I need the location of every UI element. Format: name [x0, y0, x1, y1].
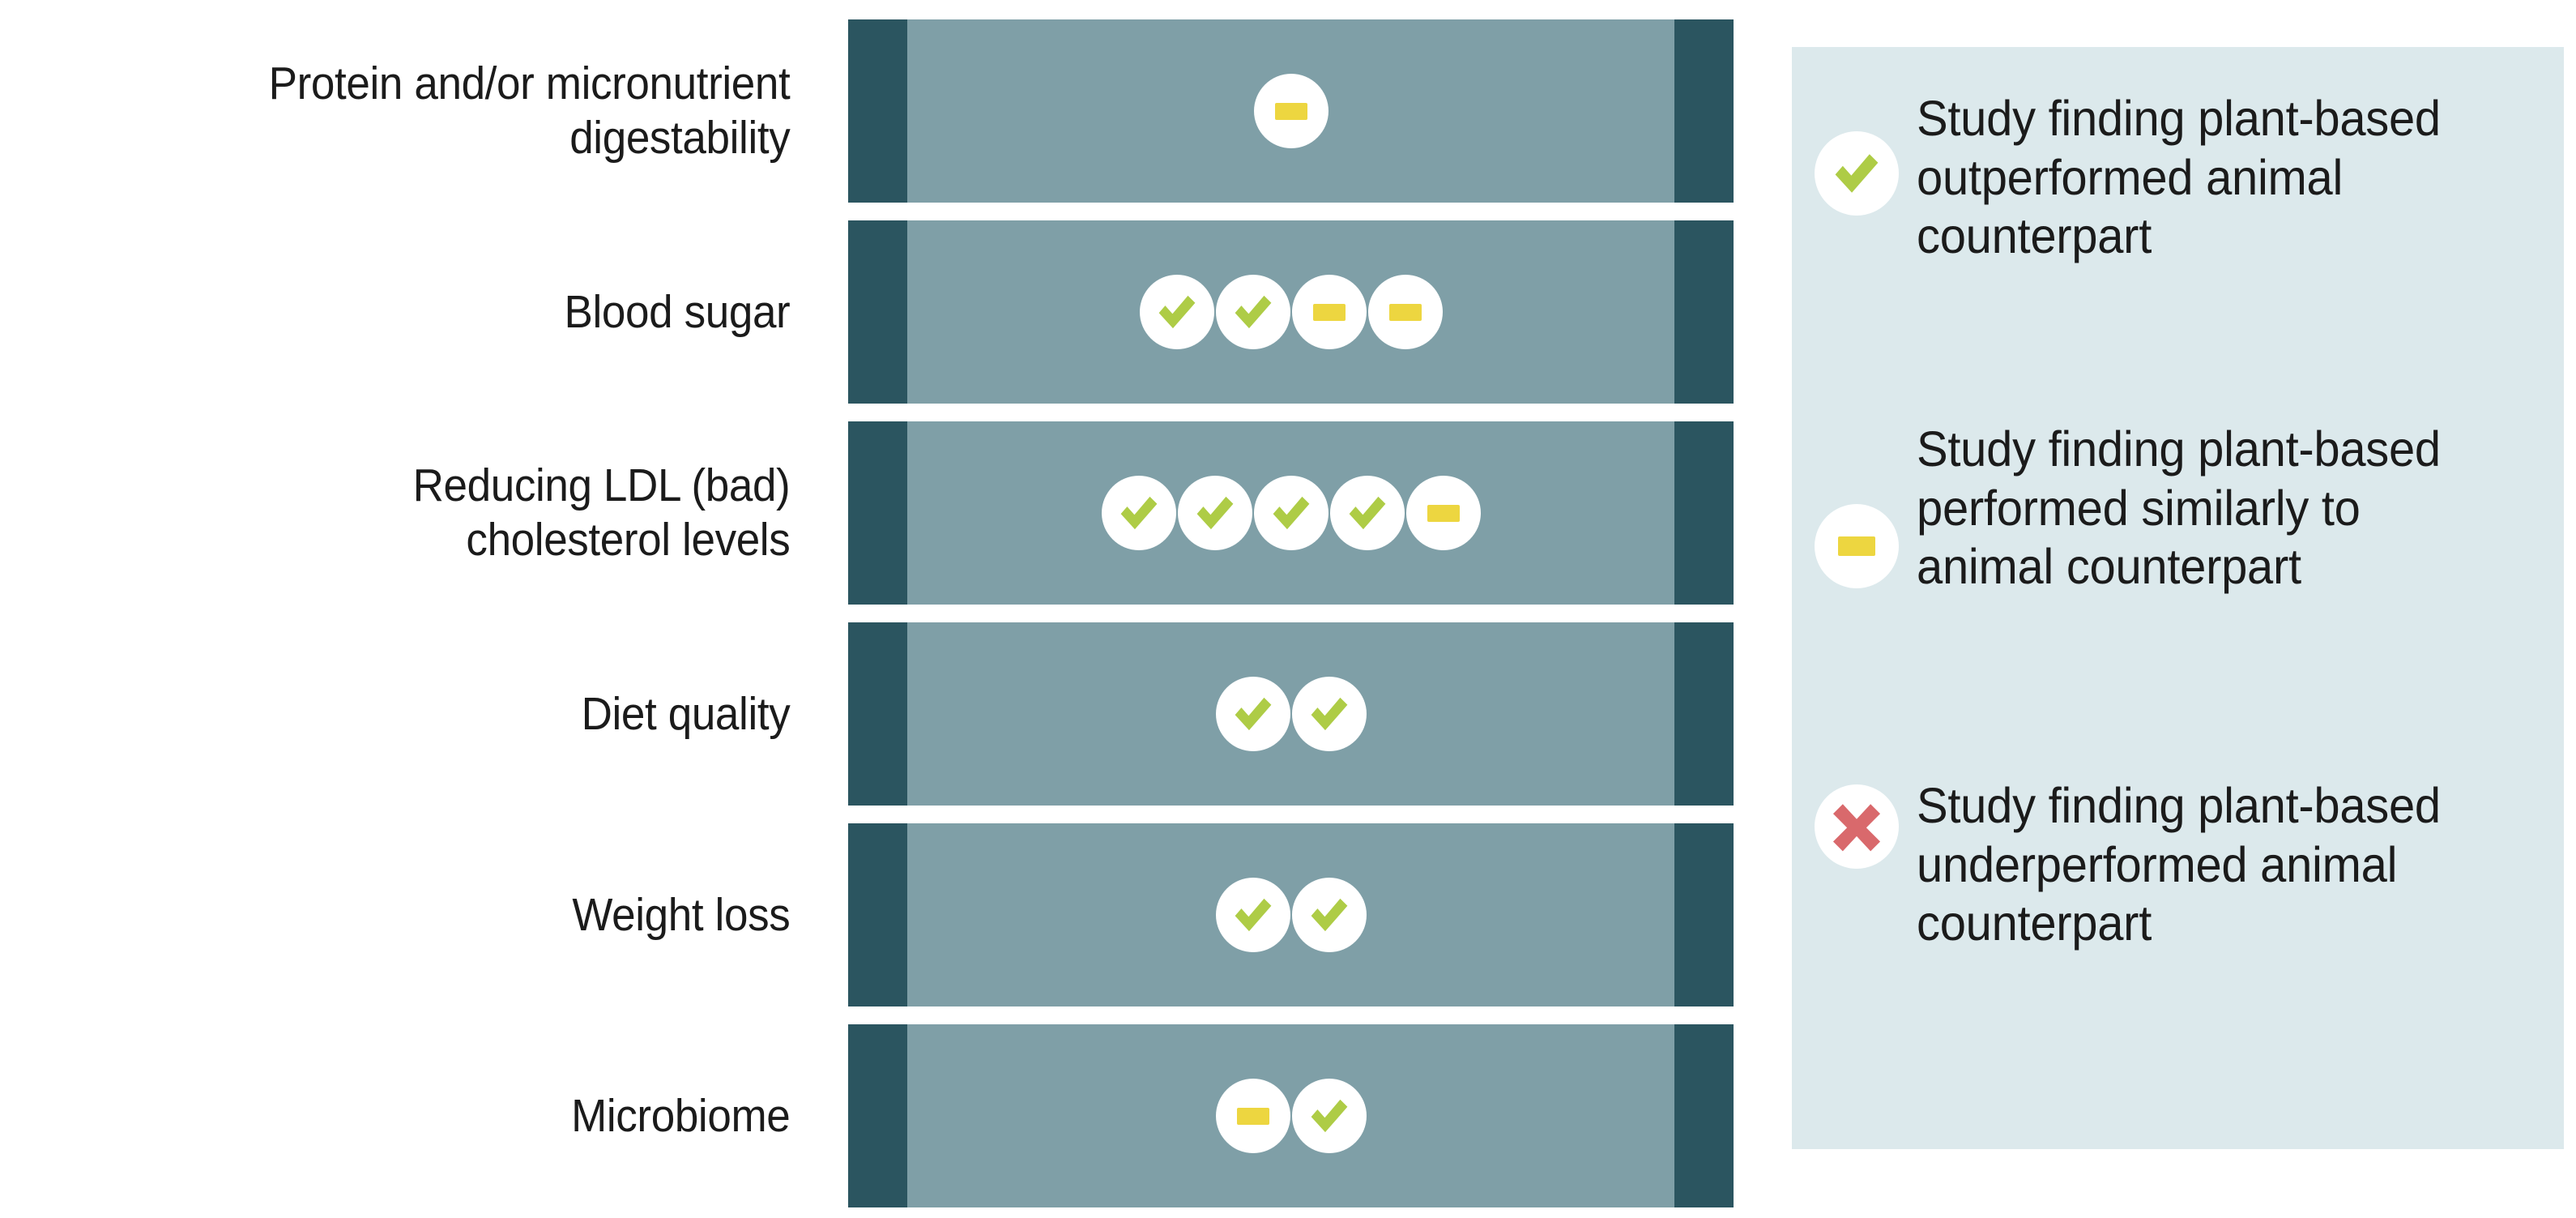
dash-icon [1253, 74, 1329, 148]
dash-icon [1815, 504, 1899, 588]
row-markers-blood-sugar [907, 220, 1674, 404]
row-markers-microbiome [907, 1024, 1674, 1207]
legend-item-outperformed: Study finding plant-based outperformed a… [1815, 89, 2535, 266]
dash-glyph [1838, 536, 1875, 556]
row-bar-diet-quality [848, 622, 1734, 806]
row-markers-diet-quality [907, 622, 1674, 806]
legend-item-similar: Study finding plant-based performed simi… [1815, 420, 2535, 596]
check-icon [1291, 677, 1367, 751]
chart-row: Weight loss [0, 823, 1766, 1006]
row-label-diet-quality: Diet quality [581, 687, 791, 740]
chart-row: Microbiome [0, 1024, 1766, 1207]
dash-icon [1405, 476, 1481, 550]
outcomes-chart: Protein and/or micronutrient digestabili… [0, 19, 1766, 1207]
row-bar-ldl [848, 421, 1734, 605]
dash-glyph [1427, 504, 1460, 522]
check-icon [1253, 476, 1329, 550]
check-icon [1291, 1079, 1367, 1153]
cross-icon [1815, 784, 1899, 869]
dash-icon [1291, 275, 1367, 349]
legend-label-similar: Study finding plant-based performed simi… [1917, 421, 2441, 595]
chart-row: Reducing LDL (bad) cholesterol levels [0, 421, 1766, 605]
dash-icon [1367, 275, 1443, 349]
row-bar-microbiome [848, 1024, 1734, 1207]
dash-glyph [1236, 1107, 1269, 1125]
row-markers-weight-loss [907, 823, 1674, 1006]
check-icon [1291, 878, 1367, 952]
chart-row: Protein and/or micronutrient digestabili… [0, 19, 1766, 203]
check-icon [1177, 476, 1252, 550]
check-icon [1139, 275, 1214, 349]
row-bar-protein [848, 19, 1734, 203]
dash-glyph [1312, 303, 1346, 321]
check-icon [1215, 677, 1290, 751]
row-label-protein: Protein and/or micronutrient digestabili… [268, 58, 791, 164]
row-label-blood-sugar: Blood sugar [564, 285, 791, 338]
legend-panel: Study finding plant-based outperformed a… [1792, 47, 2564, 1149]
legend-label-outperformed: Study finding plant-based outperformed a… [1917, 91, 2441, 264]
check-icon [1329, 476, 1405, 550]
row-markers-ldl [907, 421, 1674, 605]
dash-icon [1215, 1079, 1290, 1153]
check-icon [1101, 476, 1176, 550]
dash-glyph [1274, 102, 1307, 120]
chart-row: Blood sugar [0, 220, 1766, 404]
row-bar-weight-loss [848, 823, 1734, 1006]
check-icon [1815, 131, 1899, 216]
dash-glyph [1388, 303, 1422, 321]
row-markers-protein [907, 19, 1674, 203]
row-bar-blood-sugar [848, 220, 1734, 404]
row-label-ldl: Reducing LDL (bad) cholesterol levels [412, 459, 791, 566]
legend-label-underperformed: Study finding plant-based underperformed… [1917, 778, 2441, 951]
check-icon [1215, 275, 1290, 349]
legend-item-underperformed: Study finding plant-based underperformed… [1815, 776, 2535, 953]
chart-row: Diet quality [0, 622, 1766, 806]
row-label-microbiome: Microbiome [571, 1089, 791, 1142]
check-icon [1215, 878, 1290, 952]
row-label-weight-loss: Weight loss [572, 888, 791, 941]
